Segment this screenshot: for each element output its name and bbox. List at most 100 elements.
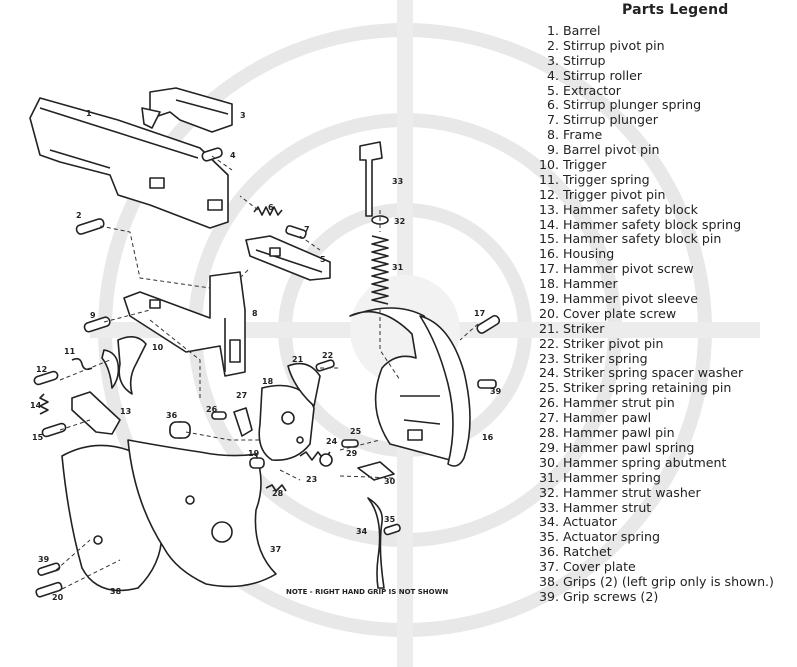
callout-7: 7 [304, 225, 310, 234]
callout-27: 27 [236, 391, 247, 400]
legend-item-name: Hammer safety block spring [563, 216, 742, 232]
callout-17: 17 [474, 309, 485, 318]
legend-item-name: Housing [563, 246, 615, 262]
legend-item-number: 36. [538, 544, 559, 560]
part-hammer-safety-block-spring [39, 393, 49, 415]
callout-31: 31 [392, 263, 404, 272]
part-trigger-spring [71, 357, 93, 371]
legend-item-name: Hammer pawl pin [563, 425, 675, 441]
legend-item-name: Ratchet [563, 544, 612, 560]
legend-item-number: 16. [538, 246, 559, 262]
part-stirrup-roller [201, 147, 223, 162]
legend-item: 24.Striker spring spacer washer [515, 366, 774, 381]
legend-item-name: Actuator [563, 514, 617, 530]
legend-item: 15.Hammer safety block pin [515, 232, 774, 247]
legend-item: 34.Actuator [515, 514, 774, 530]
callout-15: 15 [32, 433, 44, 442]
legend-item-name: Hammer strut washer [563, 484, 701, 500]
callout-29: 29 [346, 449, 358, 458]
part-actuator-spring [383, 523, 401, 536]
legend-item-number: 14. [538, 216, 559, 232]
legend-item-number: 34. [538, 514, 559, 530]
legend-item: 21.Striker [515, 321, 774, 337]
legend-title: Parts Legend [622, 2, 729, 18]
callout-13: 13 [120, 407, 131, 416]
part-hammer-pawl [233, 407, 253, 437]
legend-item-number: 10. [538, 157, 559, 173]
legend-item-number: 27. [538, 410, 559, 426]
callout-37: 37 [270, 545, 281, 554]
part-barrel [29, 97, 229, 229]
legend-item-number: 33. [538, 499, 559, 515]
part-stirrup-plunger [285, 225, 307, 239]
legend-item: 27.Hammer pawl [515, 410, 774, 426]
legend-item: 31.Hammer spring [515, 469, 774, 486]
part-hammer-safety-block-pin [41, 422, 67, 438]
legend-item-name: Hammer safety block [563, 201, 698, 217]
part-extractor [245, 235, 331, 281]
legend-item-name: Barrel pivot pin [563, 142, 660, 158]
callout-1: 1 [86, 109, 92, 118]
legend-item: 5.Extractor [515, 83, 774, 99]
diagram-note: NOTE - RIGHT HAND GRIP IS NOT SHOWN [286, 588, 448, 596]
legend-item-name: Trigger [563, 157, 607, 173]
legend-item-name: Hammer [563, 276, 618, 292]
legend-item-number: 32. [538, 484, 559, 500]
legend-item: 7.Stirrup plunger [515, 112, 774, 128]
legend-item-number: 17. [538, 261, 559, 277]
legend-item: 9.Barrel pivot pin [515, 142, 774, 158]
callout-23: 23 [306, 475, 317, 484]
part-hammer [258, 384, 315, 461]
part-cover-plate-screw [35, 581, 63, 598]
legend-item-number: 26. [538, 395, 559, 411]
legend-item-name: Stirrup pivot pin [563, 37, 665, 53]
legend-item: 32.Hammer strut washer [515, 484, 774, 501]
legend-item: 11.Trigger spring [515, 172, 774, 188]
legend-item: 3.Stirrup [515, 52, 774, 69]
legend-item-name: Striker spring retaining pin [563, 380, 732, 396]
callout-20: 20 [52, 593, 64, 602]
callout-22: 22 [322, 351, 333, 360]
callout-26: 26 [206, 405, 218, 414]
part-housing [349, 307, 471, 467]
legend-item: 18.Hammer [515, 276, 774, 292]
part-striker-pivot-pin [315, 359, 335, 372]
legend-item-number: 29. [538, 439, 559, 455]
callout-39-right: 39 [490, 387, 502, 396]
legend-item-number: 3. [546, 52, 559, 68]
callout-36: 36 [166, 411, 178, 420]
legend-item: 12.Trigger pivot pin [515, 186, 774, 203]
part-hammer-strut [359, 141, 383, 217]
callout-21: 21 [292, 355, 304, 364]
legend-item-name: Stirrup plunger [563, 112, 658, 128]
legend-item-number: 30. [538, 454, 559, 470]
legend-item: 33.Hammer strut [515, 499, 774, 516]
legend-item-number: 13. [538, 201, 559, 217]
legend-item-number: 9. [546, 142, 559, 158]
legend-item-name: Cover plate screw [563, 305, 677, 321]
callout-24: 24 [326, 437, 338, 446]
legend-item-name: Hammer pivot screw [563, 261, 694, 277]
callout-39: 39 [38, 555, 50, 564]
part-hammer-spring [371, 235, 389, 305]
legend-item-name: Grip screws (2) [563, 588, 659, 604]
part-frame [123, 271, 246, 377]
part-hammer-spring-abutment [357, 461, 395, 481]
callout-2: 2 [76, 211, 82, 220]
part-barrel-pivot-pin [83, 316, 111, 333]
legend-item: 22.Striker pivot pin [515, 336, 774, 352]
callout-14: 14 [30, 401, 42, 410]
callout-3: 3 [240, 111, 246, 120]
legend-item: 4.Stirrup roller [515, 68, 774, 84]
callout-28: 28 [272, 489, 284, 498]
exploded-parts-diagram: 1 2 3 4 5 6 7 8 9 10 11 12 13 14 15 16 1… [29, 87, 502, 602]
legend-item: 29.Hammer pawl spring [515, 439, 774, 456]
legend-item-number: 12. [538, 186, 559, 202]
legend-item: 6.Stirrup plunger spring [515, 98, 774, 113]
part-striker [287, 362, 321, 407]
legend-item-name: Hammer strut [563, 499, 652, 515]
legend-item: 20.Cover plate screw [515, 305, 774, 322]
callout-38: 38 [110, 587, 122, 596]
legend-item-number: 31. [538, 469, 559, 485]
callout-25: 25 [350, 427, 362, 436]
